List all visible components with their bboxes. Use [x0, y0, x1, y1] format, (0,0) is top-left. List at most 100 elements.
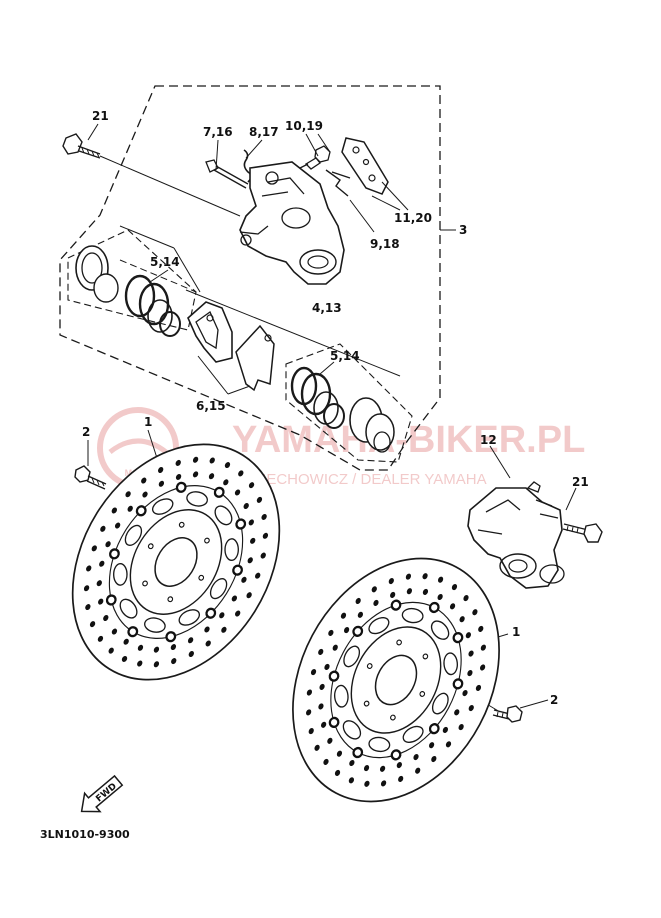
carrier-cutout [214, 505, 233, 526]
drilled-hole [349, 759, 355, 767]
callout-2-left: 2 [82, 425, 90, 439]
disc-rivet [428, 601, 440, 614]
brake-disc-right [292, 557, 500, 803]
drilled-hole [334, 769, 341, 776]
callout-2-right: 2 [550, 693, 558, 707]
piston-right [349, 397, 395, 453]
callout-1-left: 1 [144, 415, 152, 429]
drilled-hole [480, 644, 486, 651]
drilled-hole [234, 489, 241, 496]
callout-8-17: 8,17 [249, 125, 279, 139]
drilled-hole [380, 780, 387, 787]
disc-rivet [165, 631, 177, 643]
callout-21-right: 21 [572, 475, 589, 489]
drilled-hole [105, 541, 111, 548]
drilled-hole [415, 767, 421, 774]
callout-9-18: 9,18 [370, 237, 400, 251]
bleed-screw [299, 145, 331, 170]
disc-rivet [235, 518, 247, 530]
disc-rivet [232, 564, 243, 576]
drilled-hole [111, 507, 117, 514]
hub-bolt-hole [142, 580, 148, 587]
drilled-hole [343, 627, 350, 634]
hub-bolt-hole [363, 700, 370, 707]
drilled-hole [158, 466, 164, 473]
drilled-hole [373, 599, 379, 607]
disc-rivet [328, 670, 340, 682]
drilled-hole [153, 661, 160, 668]
drilled-hole [463, 595, 469, 602]
piston-group-right-box [285, 343, 413, 463]
drilled-hole [472, 609, 478, 616]
drilled-hole [468, 704, 474, 712]
drilled-hole [223, 479, 229, 486]
callout-7-16: 7,16 [203, 125, 233, 139]
drilled-hole [379, 765, 386, 772]
drilled-hole [248, 519, 254, 526]
drilled-hole [437, 576, 444, 583]
drilled-hole [396, 761, 402, 769]
drilled-hole [454, 709, 460, 716]
diagram-code: 3LN1010-9300 [40, 828, 130, 841]
drilled-hole [255, 572, 261, 579]
drilled-hole [141, 477, 147, 484]
hub-bolt-hole [198, 574, 205, 581]
drilled-hole [340, 612, 347, 619]
hub-bolt-hole [390, 714, 396, 721]
drilled-hole [467, 670, 473, 677]
drilled-hole [318, 648, 324, 656]
drilled-hole [192, 456, 199, 463]
drilled-hole [398, 775, 404, 783]
drilled-hole [459, 616, 465, 623]
drilled-hole [405, 573, 412, 580]
drilled-hole [478, 625, 484, 632]
caliper-bolt-top [62, 133, 241, 217]
drilled-hole [321, 721, 327, 728]
drilled-hole [319, 683, 325, 690]
drilled-hole [371, 586, 377, 593]
drilled-hole [413, 753, 419, 761]
disc-rivet [452, 631, 464, 644]
forward-arrow: FWD [80, 774, 124, 813]
drilled-hole [422, 573, 428, 580]
pad-shim [235, 324, 275, 392]
brake-disc-left [71, 443, 281, 681]
group-leader-line [185, 289, 401, 377]
drilled-hole [127, 505, 133, 512]
carrier-cutout [333, 684, 349, 708]
drilled-hole [83, 585, 90, 592]
carrier-cutout [186, 491, 208, 507]
drilled-hole [364, 780, 370, 787]
drilled-hole [224, 462, 231, 469]
drilled-hole [262, 532, 269, 539]
disc-rivet [135, 505, 147, 517]
drilled-hole [336, 750, 343, 757]
disc-rivet [127, 626, 139, 638]
drilled-hole [208, 473, 215, 480]
drilled-hole [153, 646, 160, 653]
drilled-hole [97, 635, 104, 642]
drilled-hole [231, 595, 238, 602]
disc-rivet [175, 481, 187, 493]
drilled-hole [318, 703, 324, 710]
drilled-hole [121, 655, 128, 662]
drilled-hole [324, 663, 330, 671]
drilled-hole [256, 496, 263, 503]
drilled-hole [357, 611, 363, 618]
carrier-cutout [430, 620, 450, 640]
callout-21-top: 21 [92, 109, 109, 123]
drilled-hole [204, 626, 210, 633]
disc-bolt-right [492, 705, 523, 723]
watermark-subtitle: WOJCIECHOWICZ / DEALER YAMAHA [218, 471, 487, 488]
drilled-hole [250, 537, 256, 544]
drilled-hole [89, 621, 96, 628]
drilled-hole [462, 689, 468, 697]
drilled-hole [306, 689, 313, 696]
carrier-cutout [443, 652, 459, 676]
drilled-hole [328, 629, 334, 636]
watermark-logo-mark [108, 438, 168, 455]
drilled-hole [187, 637, 194, 644]
carrier-cutout [401, 607, 424, 624]
drilled-hole [175, 459, 181, 466]
carrier-cutout [113, 562, 128, 586]
